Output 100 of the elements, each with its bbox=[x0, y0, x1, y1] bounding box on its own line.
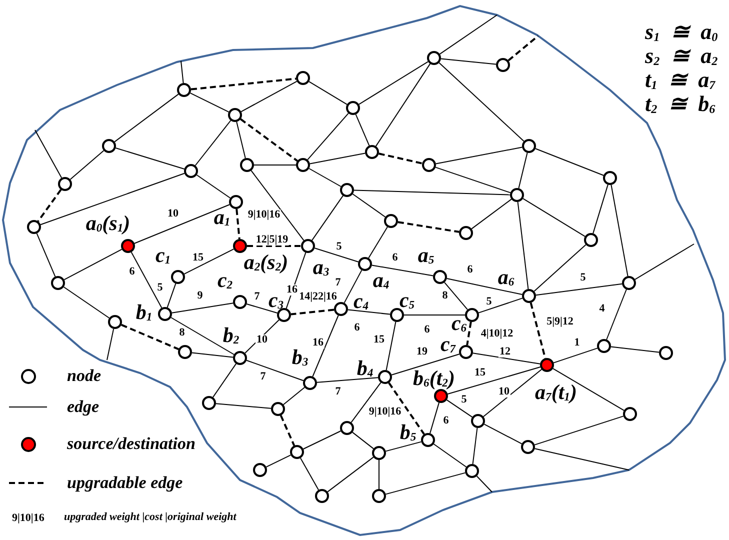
dashed-edge-line bbox=[290, 308, 334, 316]
equivalence-note: t$_{1}$ ≅ a$_{7}$ bbox=[645, 69, 716, 91]
node-circle bbox=[422, 158, 436, 172]
edge-label: 5 bbox=[335, 242, 343, 252]
node-circle bbox=[427, 51, 441, 65]
legend-label: edge bbox=[67, 398, 100, 415]
edge-line bbox=[212, 363, 236, 398]
edge-line bbox=[552, 368, 624, 411]
edge-label: 5|9|12 bbox=[546, 316, 574, 328]
edge-line bbox=[435, 166, 511, 194]
edge-line bbox=[484, 424, 522, 444]
legend-label: source/destination bbox=[67, 435, 196, 452]
edge-line bbox=[115, 148, 185, 170]
node-circle bbox=[390, 308, 404, 322]
node-circle bbox=[202, 396, 216, 410]
edge-line bbox=[240, 80, 298, 112]
node-label: b$_{1}$ bbox=[136, 302, 152, 324]
node-circle bbox=[102, 139, 116, 153]
edge-line bbox=[446, 399, 473, 418]
edge-line bbox=[371, 264, 434, 276]
edge-line bbox=[286, 252, 306, 309]
edge-line bbox=[246, 304, 278, 314]
edge-label: 5 bbox=[460, 394, 468, 406]
equivalence-note: s$_{2}$ ≅ a$_{2}$ bbox=[645, 45, 718, 67]
node-circle bbox=[340, 183, 354, 197]
edge-line bbox=[348, 309, 390, 315]
node-circle bbox=[158, 307, 172, 321]
edge-line bbox=[606, 289, 627, 340]
dashed-edge-line bbox=[121, 324, 179, 350]
node-circle bbox=[296, 71, 310, 85]
node-circle bbox=[315, 489, 329, 503]
edge-line bbox=[518, 152, 528, 189]
node-label: a$_{3}$ bbox=[312, 256, 330, 280]
node-label: c$_{1}$ bbox=[155, 244, 171, 268]
edge-line bbox=[385, 472, 466, 495]
node-circle bbox=[623, 407, 637, 421]
node-label: b$_{2}$ bbox=[222, 324, 240, 348]
node-circle bbox=[459, 226, 473, 240]
node-label: c$_{6}$ bbox=[451, 312, 467, 336]
dashed-edge-line bbox=[247, 245, 301, 247]
node-label: b$_{6}$(t$_{2}$) bbox=[413, 368, 455, 390]
edge-line bbox=[350, 382, 382, 423]
edge-line bbox=[472, 352, 541, 364]
edge-line bbox=[134, 204, 230, 244]
node-circle bbox=[384, 214, 398, 228]
edge-line bbox=[250, 170, 304, 241]
edge-label: 9|10|16 bbox=[246, 210, 282, 220]
edge-line bbox=[440, 58, 496, 65]
edge-line bbox=[471, 198, 512, 230]
node-label: a$_{1}$ bbox=[214, 206, 230, 230]
edge-line bbox=[535, 148, 604, 176]
edge-line bbox=[404, 314, 466, 316]
edge-line bbox=[170, 317, 234, 355]
edge-label: 15 bbox=[192, 252, 204, 264]
edge-label: 6 bbox=[128, 266, 136, 278]
edge-label: 6 bbox=[353, 322, 361, 334]
node-circle bbox=[465, 464, 479, 478]
edge-line bbox=[355, 114, 370, 146]
node-label: b$_{3}$ bbox=[292, 346, 308, 370]
dashed-edge-line bbox=[378, 152, 422, 164]
edge-line bbox=[386, 321, 396, 371]
edge-line bbox=[300, 458, 319, 490]
edge-line bbox=[610, 346, 660, 353]
node-circle bbox=[522, 139, 536, 153]
edge-line bbox=[344, 270, 362, 304]
dashed-edge-line bbox=[280, 415, 296, 446]
edge-label: 7 bbox=[334, 386, 342, 398]
node-circle bbox=[271, 402, 285, 416]
edge-line bbox=[244, 319, 280, 354]
dashed-edge-line bbox=[37, 189, 62, 222]
node-label: b$_{4}$ bbox=[356, 358, 374, 380]
legend-label: node bbox=[67, 367, 101, 384]
node-circle bbox=[233, 351, 247, 365]
node-label: a$_{7}$(t$_{1}$) bbox=[535, 382, 577, 404]
edge-line bbox=[180, 60, 184, 84]
edge-line bbox=[354, 190, 510, 196]
node-circle bbox=[277, 308, 291, 322]
edge-line bbox=[446, 278, 523, 295]
edge-line bbox=[308, 81, 348, 105]
edge-line bbox=[522, 198, 586, 237]
node-circle bbox=[522, 289, 536, 303]
edge-line bbox=[472, 428, 478, 464]
edge-line bbox=[171, 302, 234, 314]
node-label: a$_{0}$(s$_{1}$) bbox=[86, 212, 130, 236]
edge-line bbox=[391, 354, 460, 376]
edge-line bbox=[438, 62, 524, 142]
node-circle bbox=[496, 58, 510, 72]
node-circle bbox=[240, 158, 254, 172]
edge-label: 9 bbox=[196, 290, 204, 302]
edge-line bbox=[308, 168, 342, 187]
edge-label: 6 bbox=[442, 416, 450, 426]
edge-line bbox=[196, 174, 231, 198]
node-circle bbox=[597, 339, 611, 353]
edge-line bbox=[106, 328, 114, 360]
node-circle bbox=[228, 108, 242, 122]
edge-label: 5 bbox=[156, 282, 164, 294]
node-circle bbox=[27, 220, 41, 234]
edge-line bbox=[553, 348, 598, 364]
edge-line bbox=[314, 248, 359, 262]
key-description: upgraded weight |cost |original weight bbox=[64, 512, 236, 523]
